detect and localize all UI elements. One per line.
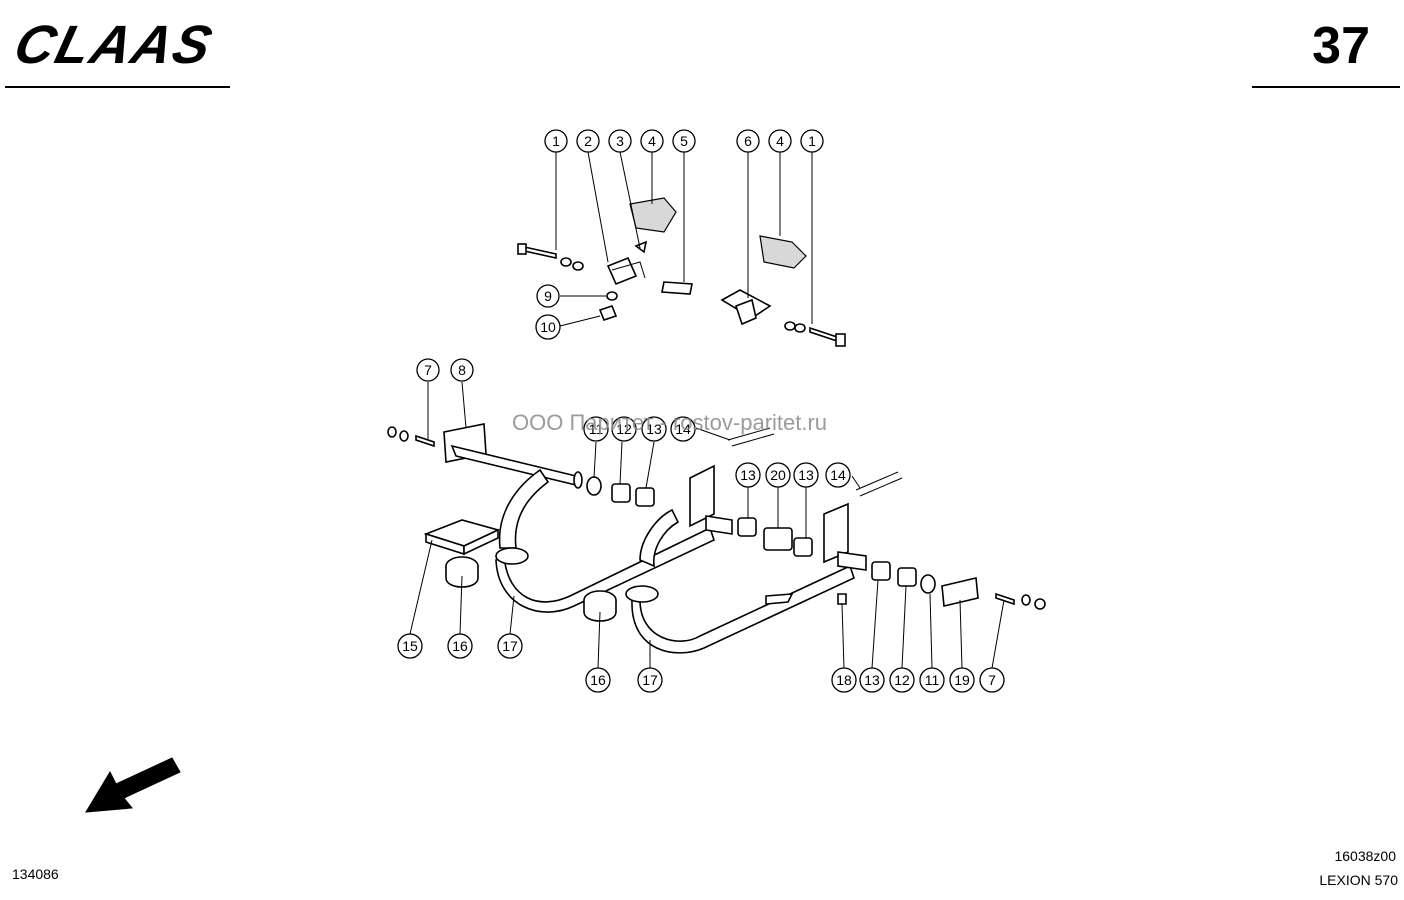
- svg-text:20: 20: [770, 467, 786, 483]
- svg-text:12: 12: [894, 672, 910, 688]
- svg-text:7: 7: [988, 672, 996, 688]
- svg-text:4: 4: [776, 133, 784, 149]
- direction-arrow-icon: [85, 757, 181, 813]
- callout-14: 14: [670, 416, 696, 442]
- svg-text:18: 18: [836, 672, 852, 688]
- callout-13: 13: [641, 416, 667, 442]
- svg-text:3: 3: [616, 133, 624, 149]
- svg-text:13: 13: [740, 467, 756, 483]
- shaft-assembly: [387, 423, 867, 654]
- callout-14b: 14: [825, 462, 851, 488]
- svg-text:10: 10: [540, 319, 556, 335]
- callout-11b: 11: [919, 667, 945, 693]
- drawing-number: 16038z00: [1334, 848, 1396, 864]
- callout-10: 10: [535, 314, 561, 340]
- callout-1: 1: [544, 129, 568, 153]
- callout-19: 19: [949, 667, 975, 693]
- callout-16b: 16: [585, 667, 611, 693]
- svg-text:15: 15: [402, 638, 418, 654]
- callout-13c: 13: [793, 462, 819, 488]
- callout-12: 12: [611, 416, 637, 442]
- svg-text:13: 13: [646, 421, 662, 437]
- svg-text:16: 16: [452, 638, 468, 654]
- svg-text:14: 14: [830, 467, 846, 483]
- callout-2: 2: [576, 129, 600, 153]
- svg-text:2: 2: [584, 133, 592, 149]
- callout-7: 7: [416, 358, 440, 382]
- svg-text:14: 14: [675, 421, 691, 437]
- svg-text:17: 17: [502, 638, 518, 654]
- callout-17b: 17: [637, 667, 663, 693]
- svg-text:17: 17: [642, 672, 658, 688]
- document-id: 134086: [12, 866, 59, 882]
- svg-text:11: 11: [925, 672, 940, 688]
- callout-9: 9: [536, 284, 560, 308]
- header-rule-left: [5, 86, 230, 88]
- svg-text:13: 13: [864, 672, 880, 688]
- callout-3: 3: [608, 129, 632, 153]
- callout-16: 16: [447, 633, 473, 659]
- callout-11: 11: [583, 416, 609, 442]
- svg-text:1: 1: [808, 133, 816, 149]
- svg-text:11: 11: [589, 421, 604, 437]
- model-name: LEXION 570: [1319, 872, 1398, 888]
- upper-right-assembly: [720, 235, 846, 347]
- svg-text:5: 5: [680, 133, 688, 149]
- leader-lines: [409, 151, 1005, 669]
- callout-17: 17: [497, 633, 523, 659]
- callout-8: 8: [450, 358, 474, 382]
- callout-5: 5: [672, 129, 696, 153]
- page-number: 37: [1312, 17, 1370, 75]
- svg-text:4: 4: [648, 133, 656, 149]
- callout-15: 15: [397, 633, 423, 659]
- svg-text:13: 13: [798, 467, 814, 483]
- svg-text:9: 9: [544, 288, 552, 304]
- callout-7b: 7: [979, 667, 1005, 693]
- callout-13b: 13: [735, 462, 761, 488]
- watermark: ООО Паритет - rostov-paritet.ru: [512, 410, 828, 435]
- bushings-and-springs: [586, 427, 1046, 610]
- svg-text:1: 1: [552, 133, 560, 149]
- callout-6: 6: [736, 129, 760, 153]
- svg-text:19: 19: [954, 672, 970, 688]
- header-rule-right: [1252, 86, 1400, 88]
- svg-text:7: 7: [424, 362, 432, 378]
- callout-20: 20: [765, 462, 791, 488]
- callout-18: 18: [831, 667, 857, 693]
- svg-text:8: 8: [458, 362, 466, 378]
- svg-text:12: 12: [616, 421, 632, 437]
- callout-12b: 12: [889, 667, 915, 693]
- callout-1b: 1: [800, 129, 824, 153]
- callout-13d: 13: [859, 667, 885, 693]
- upper-left-assembly: [517, 197, 693, 321]
- callout-4b: 4: [768, 129, 792, 153]
- svg-text:6: 6: [744, 133, 752, 149]
- svg-text:16: 16: [590, 672, 606, 688]
- callout-4: 4: [640, 129, 664, 153]
